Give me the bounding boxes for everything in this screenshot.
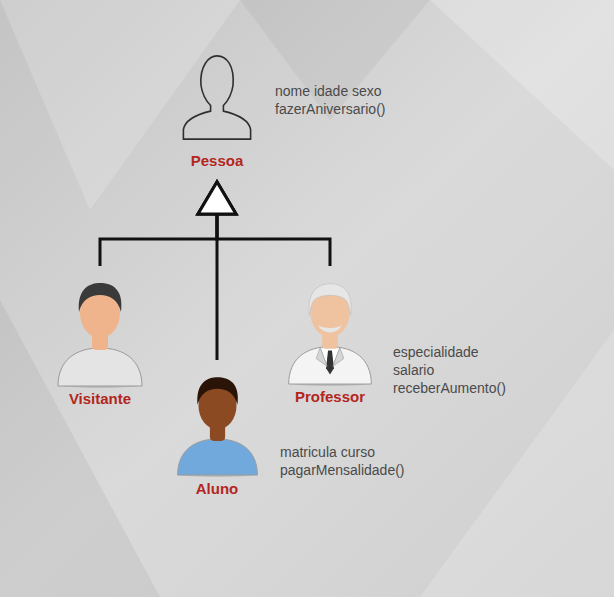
figure-body xyxy=(177,439,257,475)
background-facet xyxy=(0,0,240,210)
connector-line xyxy=(100,214,217,266)
figure-body xyxy=(58,348,142,386)
class-node: Professorespecialidade salario receberAu… xyxy=(277,268,383,406)
background-facet xyxy=(240,0,430,120)
figure-hair xyxy=(309,284,351,315)
class-members: nome idade sexo fazerAniversario() xyxy=(275,82,385,118)
figure-hair xyxy=(197,377,238,405)
class-name: Aluno xyxy=(167,480,268,498)
coat-lapel xyxy=(316,348,344,367)
visitor-icon xyxy=(50,268,150,388)
student-icon xyxy=(170,362,265,478)
professor-icon xyxy=(280,268,380,386)
class-node: Visitante xyxy=(47,268,153,408)
background-facet xyxy=(0,300,160,597)
background-facet xyxy=(430,0,614,170)
inheritance-arrowhead xyxy=(198,182,236,214)
inheritance-connector xyxy=(198,182,236,360)
figure-hair xyxy=(79,283,122,312)
inheritance-arrowhead xyxy=(198,182,236,214)
class-members: matricula curso pagarMensalidade() xyxy=(280,443,405,479)
class-name: Pessoa xyxy=(174,152,260,170)
person-outline xyxy=(183,56,250,139)
connector-line xyxy=(216,214,219,360)
class-name: Visitante xyxy=(47,390,153,408)
class-members: especialidade salario receberAumento() xyxy=(393,343,506,397)
coat-tie xyxy=(326,351,334,375)
class-name: Professor xyxy=(277,388,383,406)
background-facet xyxy=(420,330,614,597)
figure-body xyxy=(289,347,372,384)
person-icon xyxy=(177,45,257,150)
inheritance-arrowhead xyxy=(198,182,236,214)
figure-beard xyxy=(318,325,342,332)
class-node: Alunomatricula curso pagarMensalidade() xyxy=(167,362,268,498)
class-node: Pessoanome idade sexo fazerAniversario() xyxy=(174,45,260,170)
connector-line xyxy=(217,214,330,266)
